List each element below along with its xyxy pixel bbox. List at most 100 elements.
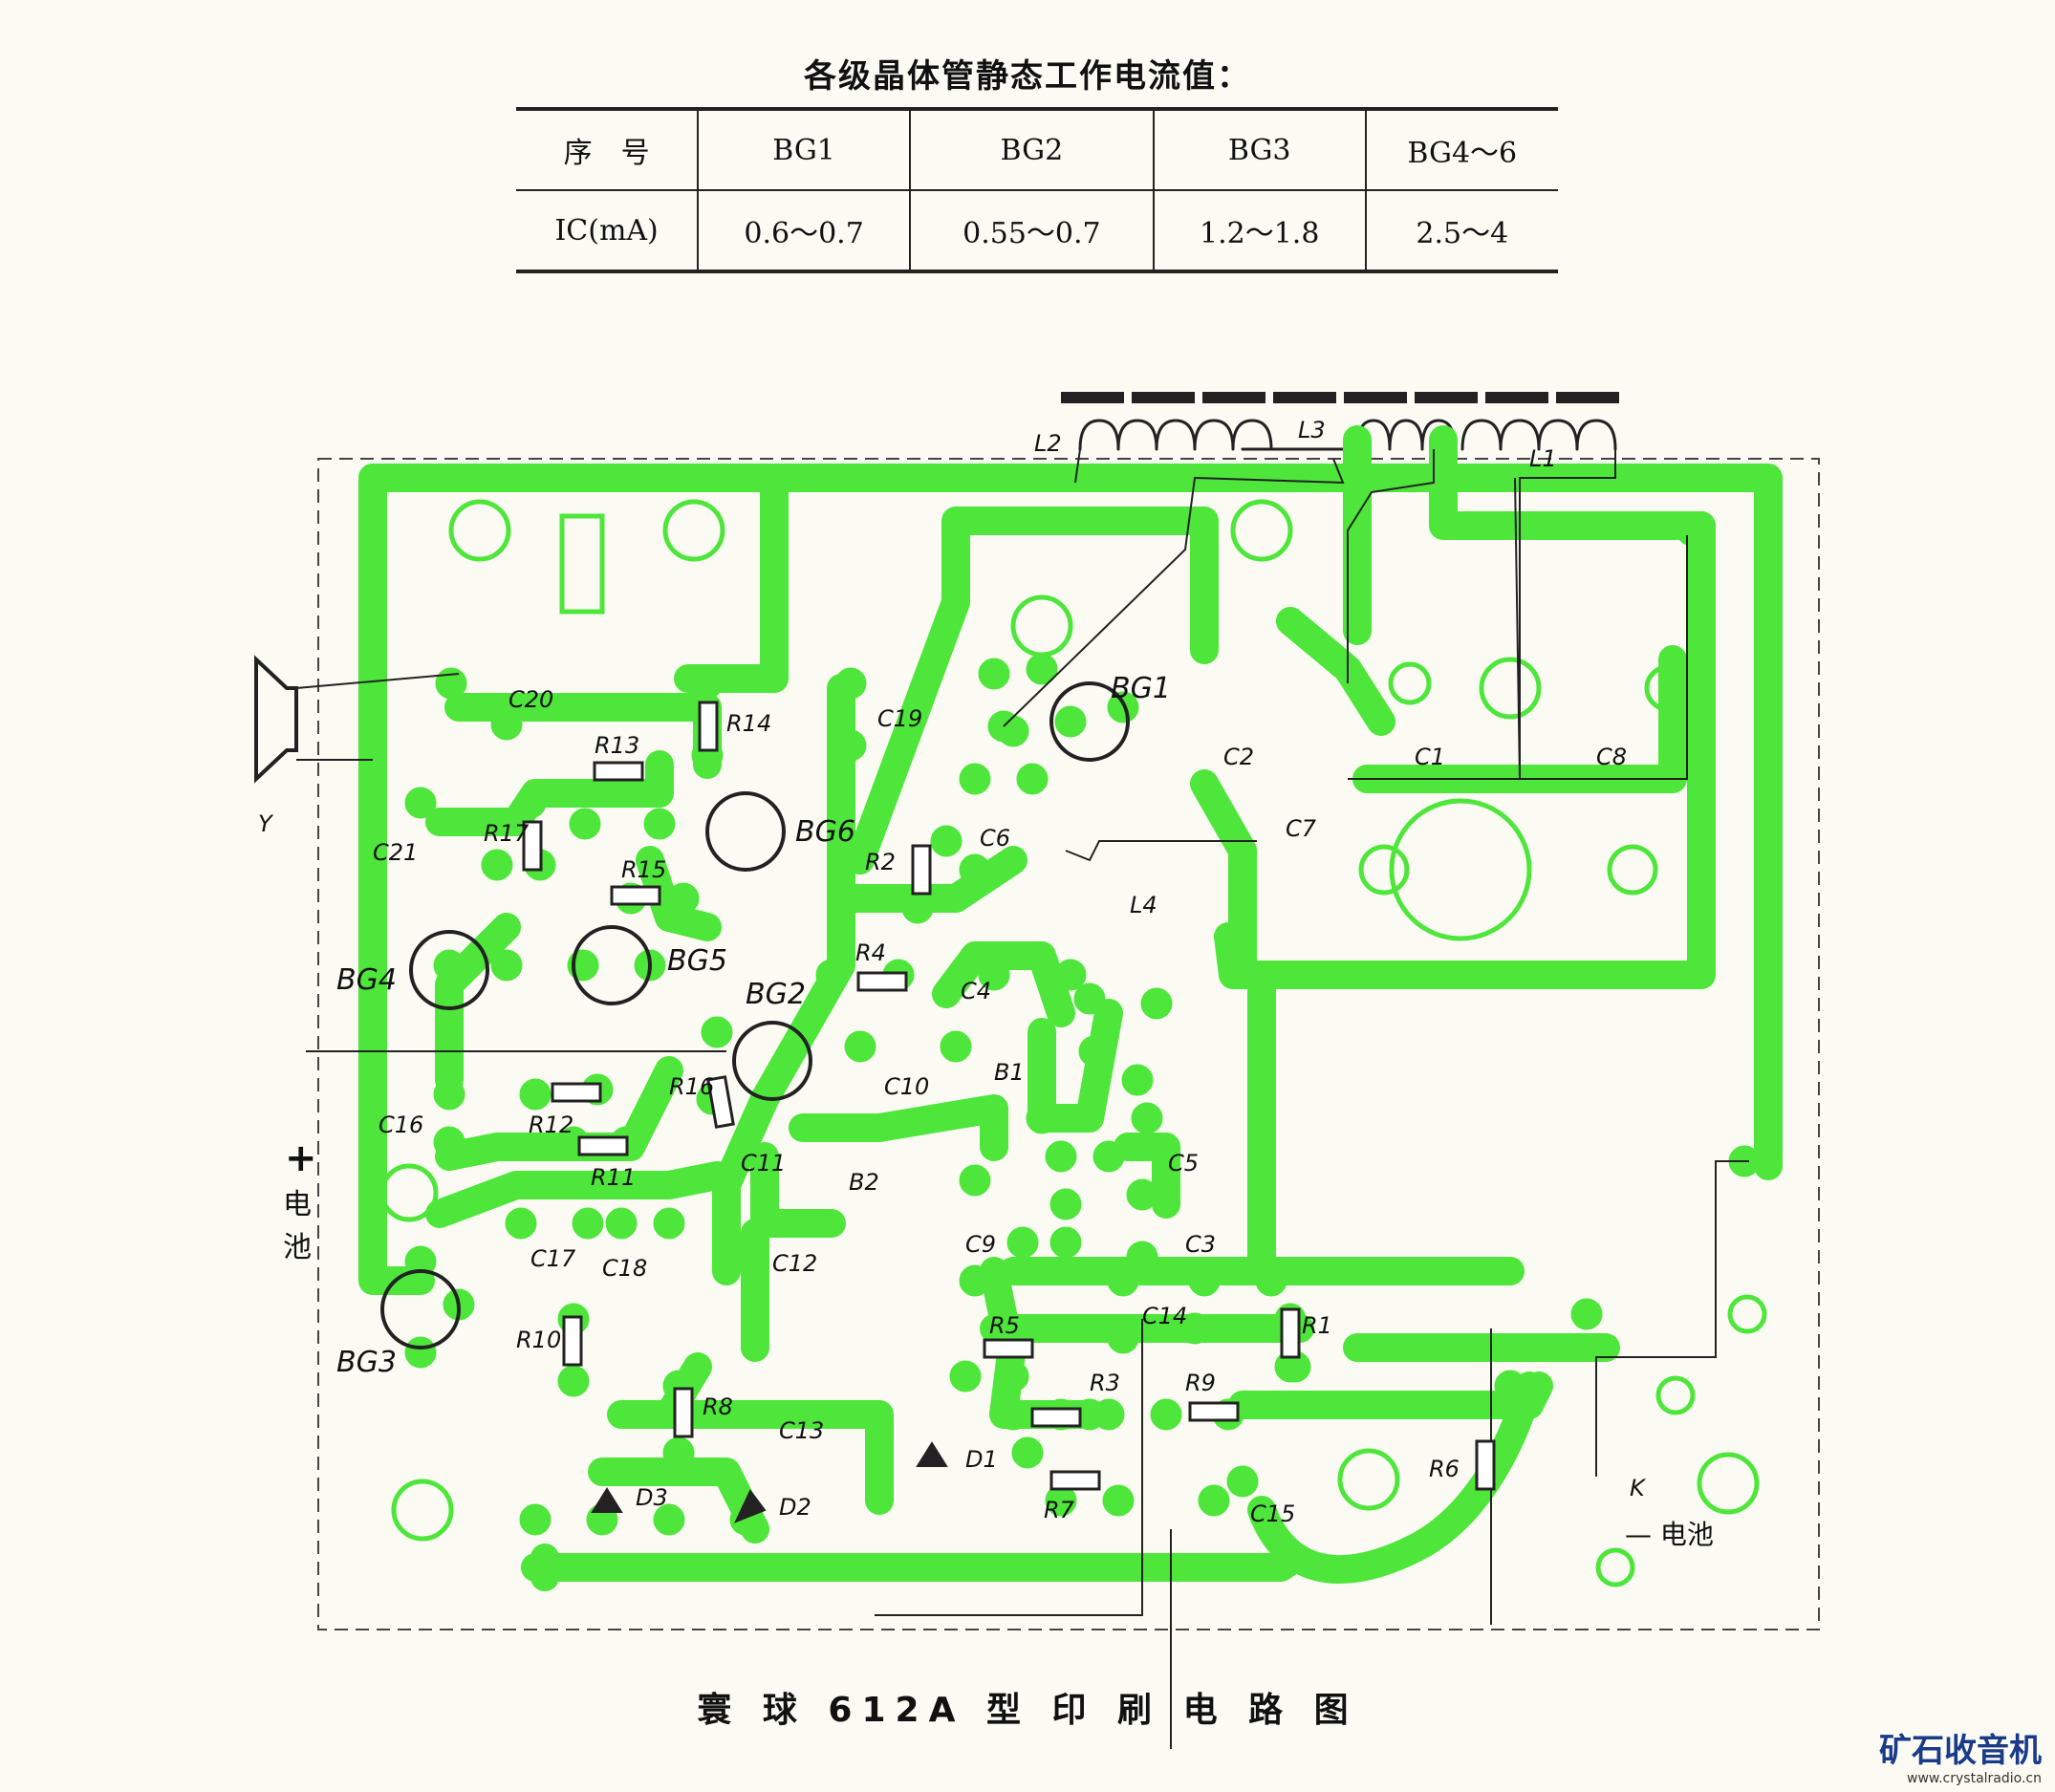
resistor-icon-r3 bbox=[1030, 1407, 1082, 1428]
label-bg3: BG3 bbox=[336, 1346, 397, 1379]
table-header-row: 序 号 BG1 BG2 BG3 BG4～6 bbox=[516, 107, 1558, 191]
transistor-icon-bg3 bbox=[380, 1269, 461, 1349]
transistor-icon-bg1 bbox=[1049, 681, 1130, 762]
label-r15: R15 bbox=[621, 856, 666, 883]
label-l2: L2 bbox=[1034, 430, 1062, 457]
label-r4: R4 bbox=[855, 939, 886, 966]
label-r11: R11 bbox=[591, 1164, 636, 1191]
table-cell: 0.55～0.7 bbox=[908, 190, 1154, 273]
label-c18: C18 bbox=[602, 1255, 647, 1282]
table-value-row: IC(mA) 0.6～0.7 0.55～0.7 1.2～1.8 2.5～4 bbox=[516, 190, 1558, 273]
label-l4: L4 bbox=[1130, 892, 1157, 918]
label-r14: R14 bbox=[726, 710, 771, 737]
label-r6: R6 bbox=[1429, 1456, 1460, 1482]
label-bg4: BG4 bbox=[336, 963, 397, 997]
resistor-icon-r1 bbox=[1280, 1307, 1301, 1359]
label-bg5: BG5 bbox=[667, 944, 727, 978]
antenna-coils bbox=[1078, 419, 1617, 451]
resistor-icon-r7 bbox=[1049, 1470, 1101, 1491]
label-r10: R10 bbox=[516, 1327, 561, 1353]
label-c9: C9 bbox=[965, 1231, 996, 1258]
table-cell: 序 号 bbox=[516, 107, 699, 191]
label-r16: R16 bbox=[669, 1073, 714, 1100]
label-c12: C12 bbox=[772, 1250, 817, 1277]
logo-name: 矿石收音机 bbox=[1879, 1732, 2042, 1770]
pad-group bbox=[404, 514, 1761, 1536]
resistor-icon-r15 bbox=[610, 885, 661, 906]
transistor-icon-bg5 bbox=[572, 925, 652, 1005]
table-cell: BG2 bbox=[908, 107, 1154, 191]
label-r2: R2 bbox=[865, 849, 896, 875]
component-bodies bbox=[522, 701, 1496, 1491]
label-d2: D2 bbox=[779, 1494, 811, 1521]
diode-icon-d3 bbox=[591, 1487, 623, 1513]
label-c11: C11 bbox=[741, 1150, 786, 1177]
resistor-icon-r6 bbox=[1475, 1439, 1496, 1491]
diode-group bbox=[591, 1441, 948, 1523]
resistor-icon-r5 bbox=[983, 1338, 1034, 1359]
label-bat-word1: 电 bbox=[283, 1188, 312, 1221]
resistor-icon-r9 bbox=[1188, 1401, 1240, 1422]
transistor-icon-bg2 bbox=[732, 1021, 812, 1101]
label-bat-plus: + bbox=[285, 1136, 317, 1180]
resistor-icon-r14 bbox=[698, 701, 719, 752]
label-bg2: BG2 bbox=[746, 978, 806, 1011]
label-r9: R9 bbox=[1185, 1370, 1216, 1396]
label-l3: L3 bbox=[1298, 417, 1326, 443]
label-c6: C6 bbox=[980, 825, 1010, 852]
label-c7: C7 bbox=[1286, 815, 1317, 842]
label-r7: R7 bbox=[1044, 1497, 1075, 1523]
board-outline bbox=[317, 458, 1820, 1630]
diode-icon-d1 bbox=[916, 1441, 948, 1467]
table-cell: 0.6～0.7 bbox=[697, 190, 910, 273]
label-c10: C10 bbox=[884, 1073, 929, 1100]
table-cell: 2.5～4 bbox=[1364, 190, 1558, 273]
label-c8: C8 bbox=[1596, 744, 1627, 770]
label-b2: B2 bbox=[849, 1169, 879, 1196]
label-r3: R3 bbox=[1090, 1370, 1120, 1396]
resistor-icon-r2 bbox=[911, 844, 932, 896]
label-switch: K bbox=[1630, 1475, 1647, 1501]
transistor-icon-bg4 bbox=[409, 930, 489, 1010]
label-speaker: Y bbox=[258, 810, 274, 837]
label-c15: C15 bbox=[1250, 1501, 1295, 1527]
table-title: 各级晶体管静态工作电流值： bbox=[804, 57, 1251, 96]
table-cell: BG3 bbox=[1152, 107, 1366, 191]
label-d3: D3 bbox=[636, 1484, 668, 1511]
table-cell: IC(mA) bbox=[516, 190, 699, 273]
label-r13: R13 bbox=[595, 732, 639, 759]
label-c21: C21 bbox=[373, 839, 418, 866]
label-c16: C16 bbox=[379, 1112, 423, 1138]
label-c4: C4 bbox=[961, 978, 991, 1004]
label-c19: C19 bbox=[877, 705, 922, 732]
current-table: 序 号 BG1 BG2 BG3 BG4～6 IC(mA) 0.6～0.7 0.5… bbox=[516, 107, 1558, 273]
label-bg1: BG1 bbox=[1111, 672, 1171, 705]
label-c1: C1 bbox=[1415, 744, 1445, 770]
label-c14: C14 bbox=[1142, 1303, 1187, 1329]
site-logo: 矿石收音机 www.crystalradio.cn bbox=[1879, 1724, 2042, 1786]
resistor-icon-r10 bbox=[562, 1315, 583, 1367]
label-r8: R8 bbox=[703, 1393, 733, 1420]
label-r5: R5 bbox=[989, 1312, 1020, 1339]
label-c5: C5 bbox=[1168, 1150, 1199, 1177]
logo-url: www.crystalradio.cn bbox=[1907, 1771, 2042, 1786]
label-b1: B1 bbox=[994, 1059, 1025, 1086]
label-d1: D1 bbox=[965, 1446, 998, 1473]
transistor-group bbox=[380, 681, 1130, 1349]
resistor-icon-r4 bbox=[856, 971, 908, 992]
table-cell: BG1 bbox=[697, 107, 910, 191]
label-l1: L1 bbox=[1529, 445, 1557, 472]
diagram-caption: 寰 球 612A 型 印 刷 电 路 图 bbox=[697, 1691, 1358, 1730]
table-cell: BG4～6 bbox=[1364, 107, 1558, 191]
diode-icon-d2 bbox=[734, 1489, 767, 1523]
label-c13: C13 bbox=[779, 1417, 824, 1444]
speaker-icon bbox=[254, 655, 460, 784]
label-bat-minus: — 电池 bbox=[1625, 1519, 1714, 1550]
label-c2: C2 bbox=[1223, 744, 1254, 770]
resistor-icon-r17 bbox=[522, 820, 543, 872]
label-r12: R12 bbox=[529, 1112, 573, 1138]
label-bat-word2: 池 bbox=[283, 1231, 312, 1264]
mounting-holes bbox=[379, 499, 1767, 1587]
resistor-icon-r8 bbox=[673, 1387, 694, 1438]
